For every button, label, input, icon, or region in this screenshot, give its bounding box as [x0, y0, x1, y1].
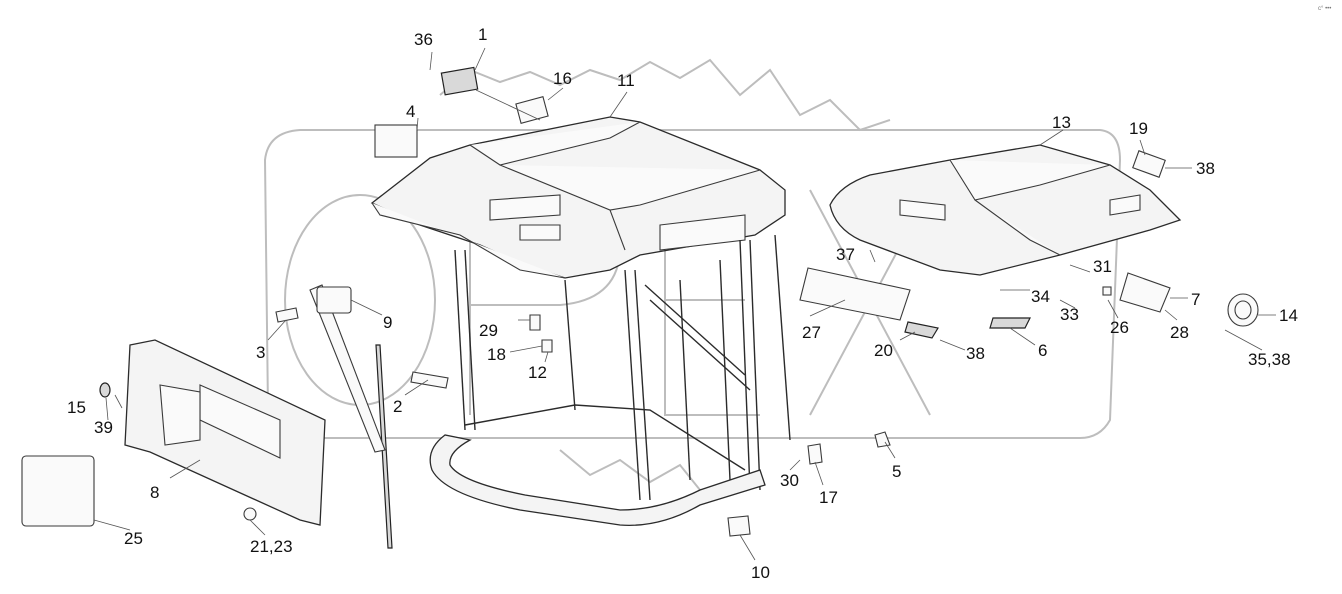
callout-25: 25	[124, 529, 143, 548]
callout-36: 36	[414, 30, 433, 49]
callout-17: 17	[819, 488, 838, 507]
callout-3: 3	[256, 343, 265, 362]
callout-38-middle: 38	[966, 344, 985, 363]
wiper-arm	[309, 284, 393, 549]
callout-labels: 1 36 16 11 4 13 19 38 37 31 34 33 7 14 2…	[67, 25, 1298, 582]
callout-19: 19	[1129, 119, 1148, 138]
callout-6: 6	[1038, 341, 1047, 360]
callout-11: 11	[617, 71, 635, 90]
callout-34: 34	[1031, 287, 1050, 306]
callout-9: 9	[383, 313, 392, 332]
corner-mark: c° •••	[1318, 6, 1331, 12]
callout-15: 15	[67, 398, 86, 417]
callout-16: 16	[553, 69, 572, 88]
callout-30: 30	[780, 471, 799, 490]
roof-assembly	[370, 116, 786, 279]
callout-38-top: 38	[1196, 159, 1215, 178]
glass-panel	[21, 455, 95, 527]
callout-10: 10	[751, 563, 770, 582]
callout-4: 4	[406, 102, 415, 121]
callout-1: 1	[478, 25, 487, 44]
small-parts	[99, 66, 1259, 537]
callout-14: 14	[1279, 306, 1298, 325]
side-panel	[124, 339, 326, 526]
floor-frame	[429, 434, 766, 526]
callout-13: 13	[1052, 113, 1071, 132]
callout-7: 7	[1191, 290, 1200, 309]
callout-20: 20	[874, 341, 893, 360]
callout-5: 5	[892, 462, 901, 481]
callout-28: 28	[1170, 323, 1189, 342]
callout-37: 37	[836, 245, 855, 264]
callout-27: 27	[802, 323, 821, 342]
callout-12: 12	[528, 363, 547, 382]
callout-35-38: 35,38	[1248, 350, 1291, 369]
leader-lines	[93, 47, 1276, 561]
callout-39: 39	[94, 418, 113, 437]
callout-21-23: 21,23	[250, 537, 293, 556]
callout-29: 29	[479, 321, 498, 340]
callout-18: 18	[487, 345, 506, 364]
cab-frame	[454, 234, 791, 501]
callout-8: 8	[150, 483, 159, 502]
roof-liner	[829, 144, 1182, 276]
callout-26: 26	[1110, 318, 1129, 337]
callout-33: 33	[1060, 305, 1079, 324]
callout-31: 31	[1093, 257, 1112, 276]
callout-2: 2	[393, 397, 402, 416]
